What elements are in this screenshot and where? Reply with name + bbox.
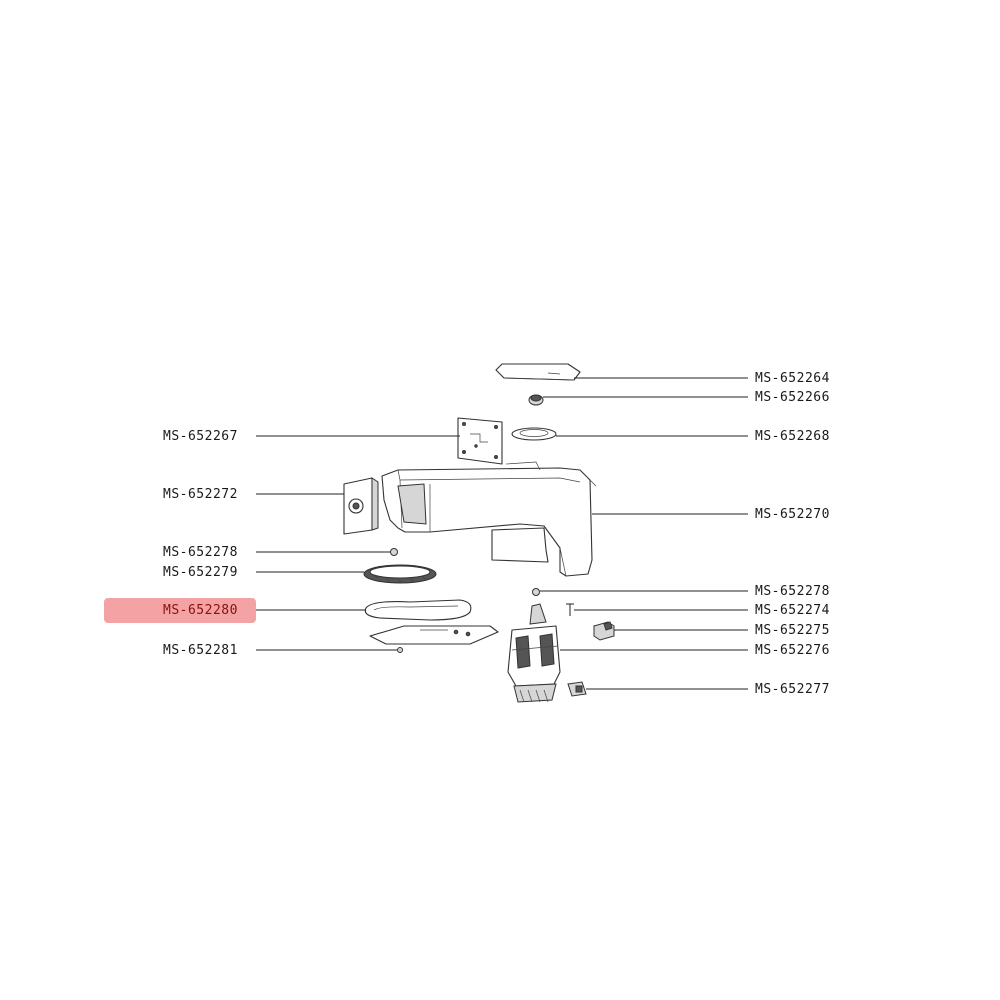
part-main-housing[interactable] (381, 461, 597, 577)
part-ball-right[interactable] (532, 588, 540, 596)
callout-label[interactable]: MS-652267 (163, 429, 238, 444)
callout-label[interactable]: MS-652270 (755, 507, 830, 522)
part-belt-gasket[interactable] (364, 599, 472, 621)
leader-lines (256, 377, 748, 690)
callout-label[interactable]: MS-652278 (163, 545, 238, 560)
part-side-cover[interactable] (343, 477, 379, 535)
callout-label-selected[interactable]: MS-652280 (163, 603, 238, 618)
part-clip[interactable] (567, 681, 587, 697)
selected-part-highlight (104, 598, 256, 623)
callout-label[interactable]: MS-652277 (755, 682, 830, 697)
part-pin[interactable] (566, 603, 574, 616)
part-square-plate[interactable] (457, 417, 503, 465)
part-motor[interactable] (507, 603, 561, 703)
callout-label[interactable]: MS-652264 (755, 371, 830, 386)
callout-label[interactable]: MS-652272 (163, 487, 238, 502)
callout-label[interactable]: MS-652281 (163, 643, 238, 658)
part-screw-left[interactable] (397, 647, 403, 653)
part-ring[interactable] (511, 427, 557, 441)
part-switch[interactable] (593, 621, 615, 641)
callout-label[interactable]: MS-652279 (163, 565, 238, 580)
callout-label[interactable]: MS-652276 (755, 643, 830, 658)
callout-label[interactable]: MS-652274 (755, 603, 830, 618)
part-ball-left[interactable] (390, 548, 398, 556)
part-small-knob[interactable] (528, 394, 544, 406)
part-base-plate[interactable] (369, 625, 499, 645)
callout-label[interactable]: MS-652278 (755, 584, 830, 599)
callout-label[interactable]: MS-652268 (755, 429, 830, 444)
part-gear-ring[interactable] (363, 564, 437, 584)
callout-label[interactable]: MS-652275 (755, 623, 830, 638)
callout-label[interactable]: MS-652266 (755, 390, 830, 405)
part-top-lid[interactable] (495, 363, 581, 381)
